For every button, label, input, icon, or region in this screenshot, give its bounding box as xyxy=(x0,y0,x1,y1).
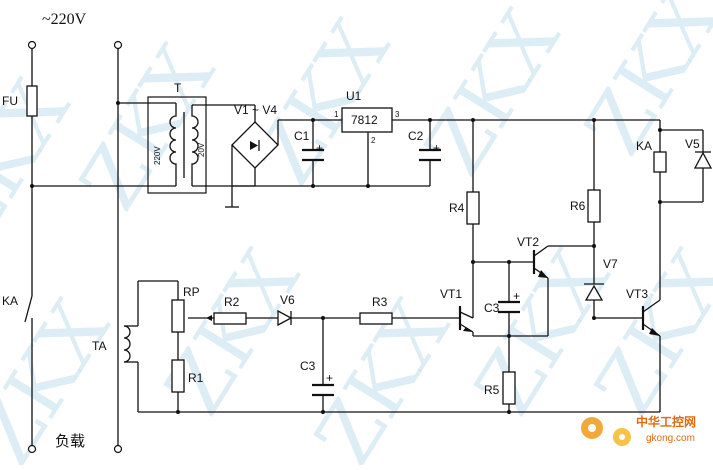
label-v7: V7 xyxy=(603,257,618,271)
label-c3-upper: C3 xyxy=(484,301,500,315)
label-primary: 220V xyxy=(153,146,162,165)
label-bridge: V1 ~ V4 xyxy=(234,103,277,117)
current-transformer-ta xyxy=(123,280,178,412)
label-ka-coil: KA xyxy=(636,139,652,153)
diode-v6 xyxy=(277,309,293,327)
c3-upper-plus: + xyxy=(513,289,520,303)
zener-v7 xyxy=(584,280,643,319)
label-transformer: T xyxy=(174,81,182,95)
terminal-bottom-right xyxy=(113,444,123,454)
label-c2: C2 xyxy=(408,129,424,143)
capacitor-c3-upper xyxy=(498,262,520,336)
label-v6: V6 xyxy=(280,293,295,307)
label-ka-contact: KA xyxy=(2,294,18,308)
label-secondary: 20V xyxy=(197,142,206,157)
logo-text: 中华工控网 xyxy=(636,414,696,429)
label-u1: U1 xyxy=(346,89,362,103)
u1-pin1: 1 xyxy=(334,110,339,119)
watermark: ZKX xyxy=(577,235,713,430)
label-7812: 7812 xyxy=(351,113,378,127)
label-c1: C1 xyxy=(294,129,310,143)
label-r6: R6 xyxy=(570,199,586,213)
junctions xyxy=(30,101,662,414)
potentiometer-rp xyxy=(171,281,185,360)
diode-v5 xyxy=(660,129,713,203)
relay-contact-ka xyxy=(24,295,33,323)
c2-plus: + xyxy=(433,141,440,155)
terminal-top-left xyxy=(27,40,37,50)
label-load: 负载 xyxy=(55,433,85,450)
label-vt2: VT2 xyxy=(517,235,539,249)
relay-coil-ka xyxy=(653,120,667,300)
transformer-t xyxy=(32,96,207,194)
label-r4: R4 xyxy=(449,201,465,215)
resistor-r4 xyxy=(466,120,480,318)
regulator-u1 xyxy=(341,107,660,186)
transistor-vt2 xyxy=(473,245,594,336)
terminal-bottom-left xyxy=(27,444,37,454)
capacitor-c1 xyxy=(302,120,324,186)
watermark: ZKX xyxy=(457,235,627,430)
resistor-r5 xyxy=(502,336,516,412)
resistor-r2 xyxy=(213,312,247,325)
fuse-fu xyxy=(26,85,38,117)
site-logo: 中华工控网 gkong.com xyxy=(581,414,696,446)
label-vt1: VT1 xyxy=(440,287,462,301)
signal-path xyxy=(188,309,460,327)
label-r2: R2 xyxy=(224,295,240,309)
label-c3-lower: C3 xyxy=(300,359,316,373)
label-r1: R1 xyxy=(188,371,204,385)
label-vt3: VT3 xyxy=(626,287,648,301)
live-line xyxy=(24,49,38,445)
resistor-r1 xyxy=(171,359,185,412)
supply-label: ~220V xyxy=(42,11,87,28)
watermark: ZKX xyxy=(62,30,232,225)
label-rp: RP xyxy=(183,285,200,299)
resistor-r6 xyxy=(587,120,601,280)
label-v5: V5 xyxy=(685,137,700,151)
label-ta: TA xyxy=(92,339,106,353)
watermark: ZKX xyxy=(407,0,577,190)
c1-plus: + xyxy=(316,141,323,155)
label-fu: FU xyxy=(2,94,18,108)
logo-domain: gkong.com xyxy=(646,433,695,444)
bridge-rectifier xyxy=(225,120,279,208)
u1-pin2: 2 xyxy=(371,136,376,145)
label-r3: R3 xyxy=(372,295,388,309)
transistor-vt3 xyxy=(641,299,661,412)
u1-pin3: 3 xyxy=(395,110,400,119)
capacitor-c3-lower xyxy=(312,318,334,412)
capacitor-c2 xyxy=(419,120,441,186)
terminal-top-right xyxy=(113,40,123,50)
label-r5: R5 xyxy=(484,383,500,397)
resistor-r3 xyxy=(359,312,393,325)
c3-lower-plus: + xyxy=(326,371,333,385)
